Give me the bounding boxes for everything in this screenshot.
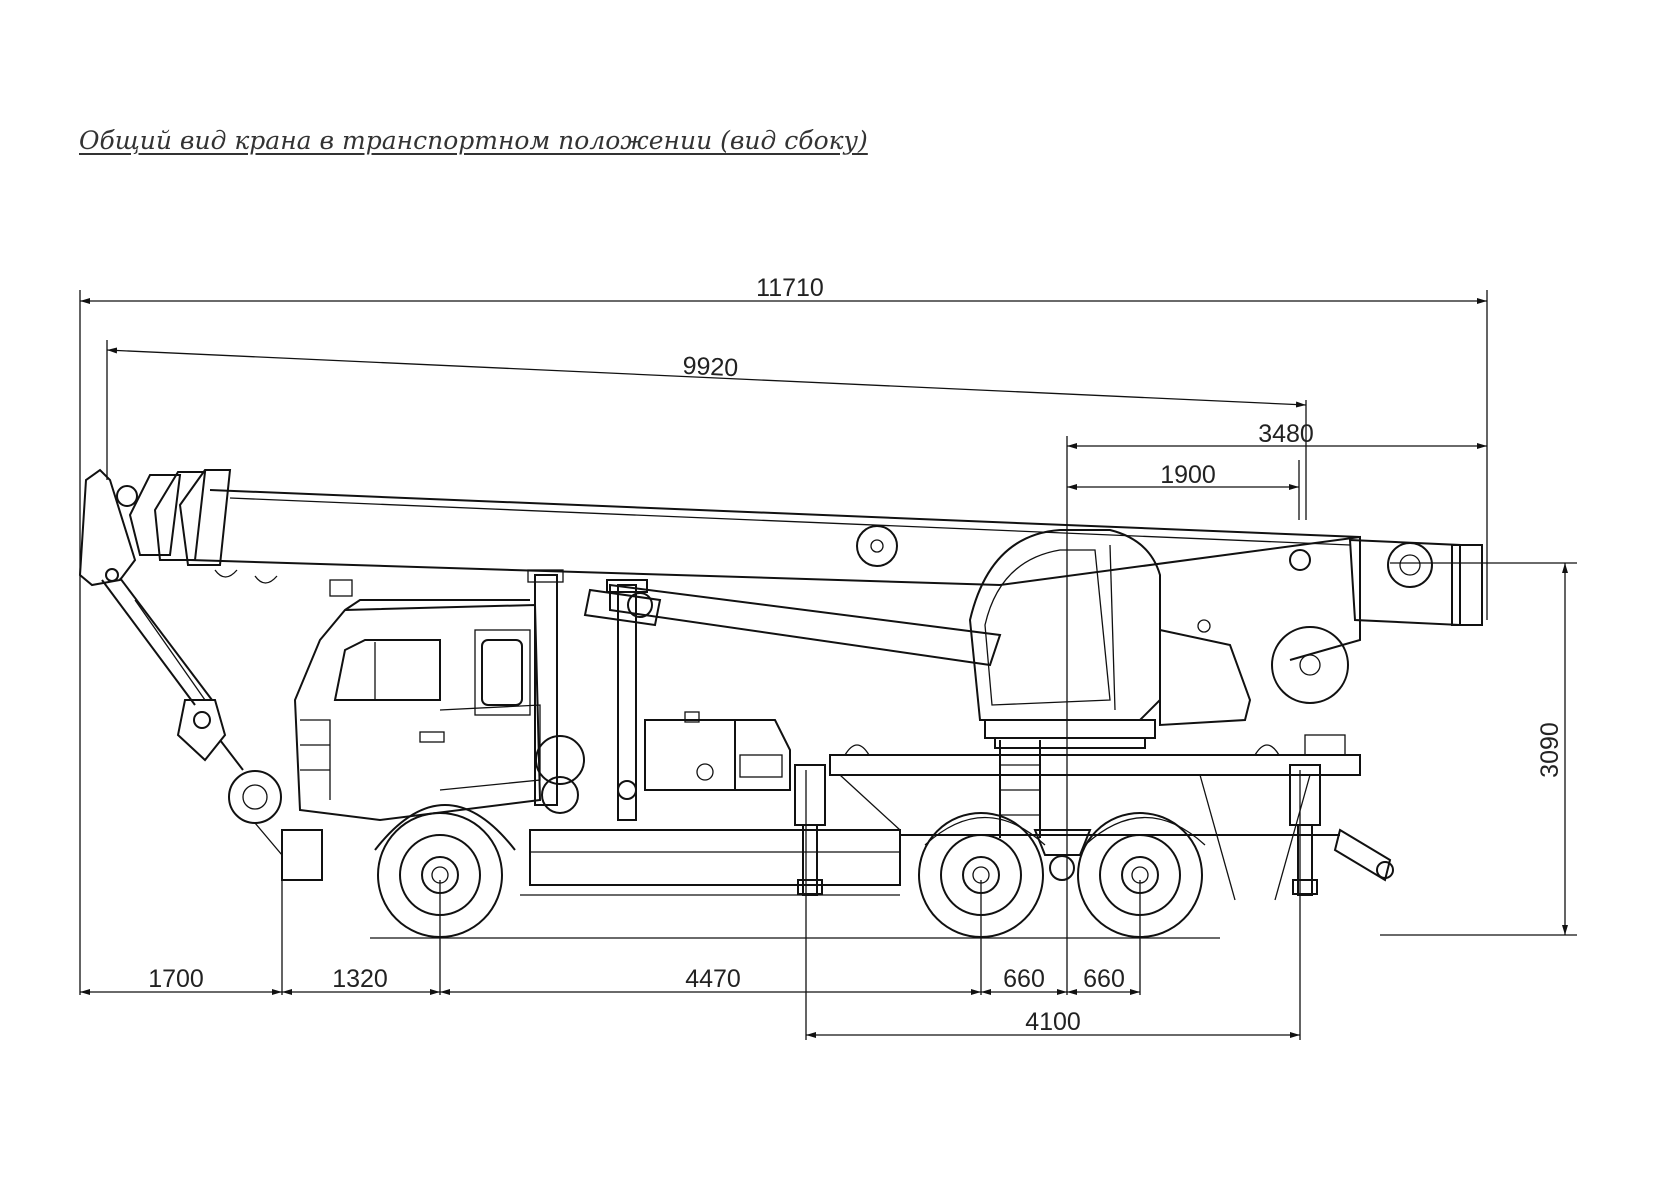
dim-front-overhang: 1700 [148,965,204,993]
dim-height: 3090 [1536,722,1564,778]
drawing-title: Общий вид крана в транспортном положении… [79,126,868,155]
dimension-lines [79,290,1577,1040]
wheel-front [377,812,503,938]
rear-suspension [1033,829,1092,856]
outriggers [794,734,1394,896]
operator-cab [968,529,1252,838]
wheel-rear-1 [918,812,1044,938]
dim-turntable-offset: 1900 [1160,461,1216,489]
dim-cab-to-axle: 1320 [332,965,388,993]
luffing-cylinder [583,583,1002,667]
crane-boom [78,468,1483,704]
dim-overall-length: 11710 [756,274,824,302]
dim-rear-axle-left: 660 [1003,965,1045,993]
truck-cab [281,569,564,881]
dim-rear-overhang: 3480 [1258,420,1314,448]
dim-boom-length: 9920 [682,352,739,382]
hook-block [101,577,283,856]
dim-wheelbase: 4470 [685,965,741,993]
boom-support [535,579,791,821]
dim-rear-axle-right: 660 [1083,965,1125,993]
wheel-rear-2 [1077,812,1203,938]
dim-outrigger-base: 4100 [1025,1008,1081,1036]
chassis-frame [520,754,1361,901]
